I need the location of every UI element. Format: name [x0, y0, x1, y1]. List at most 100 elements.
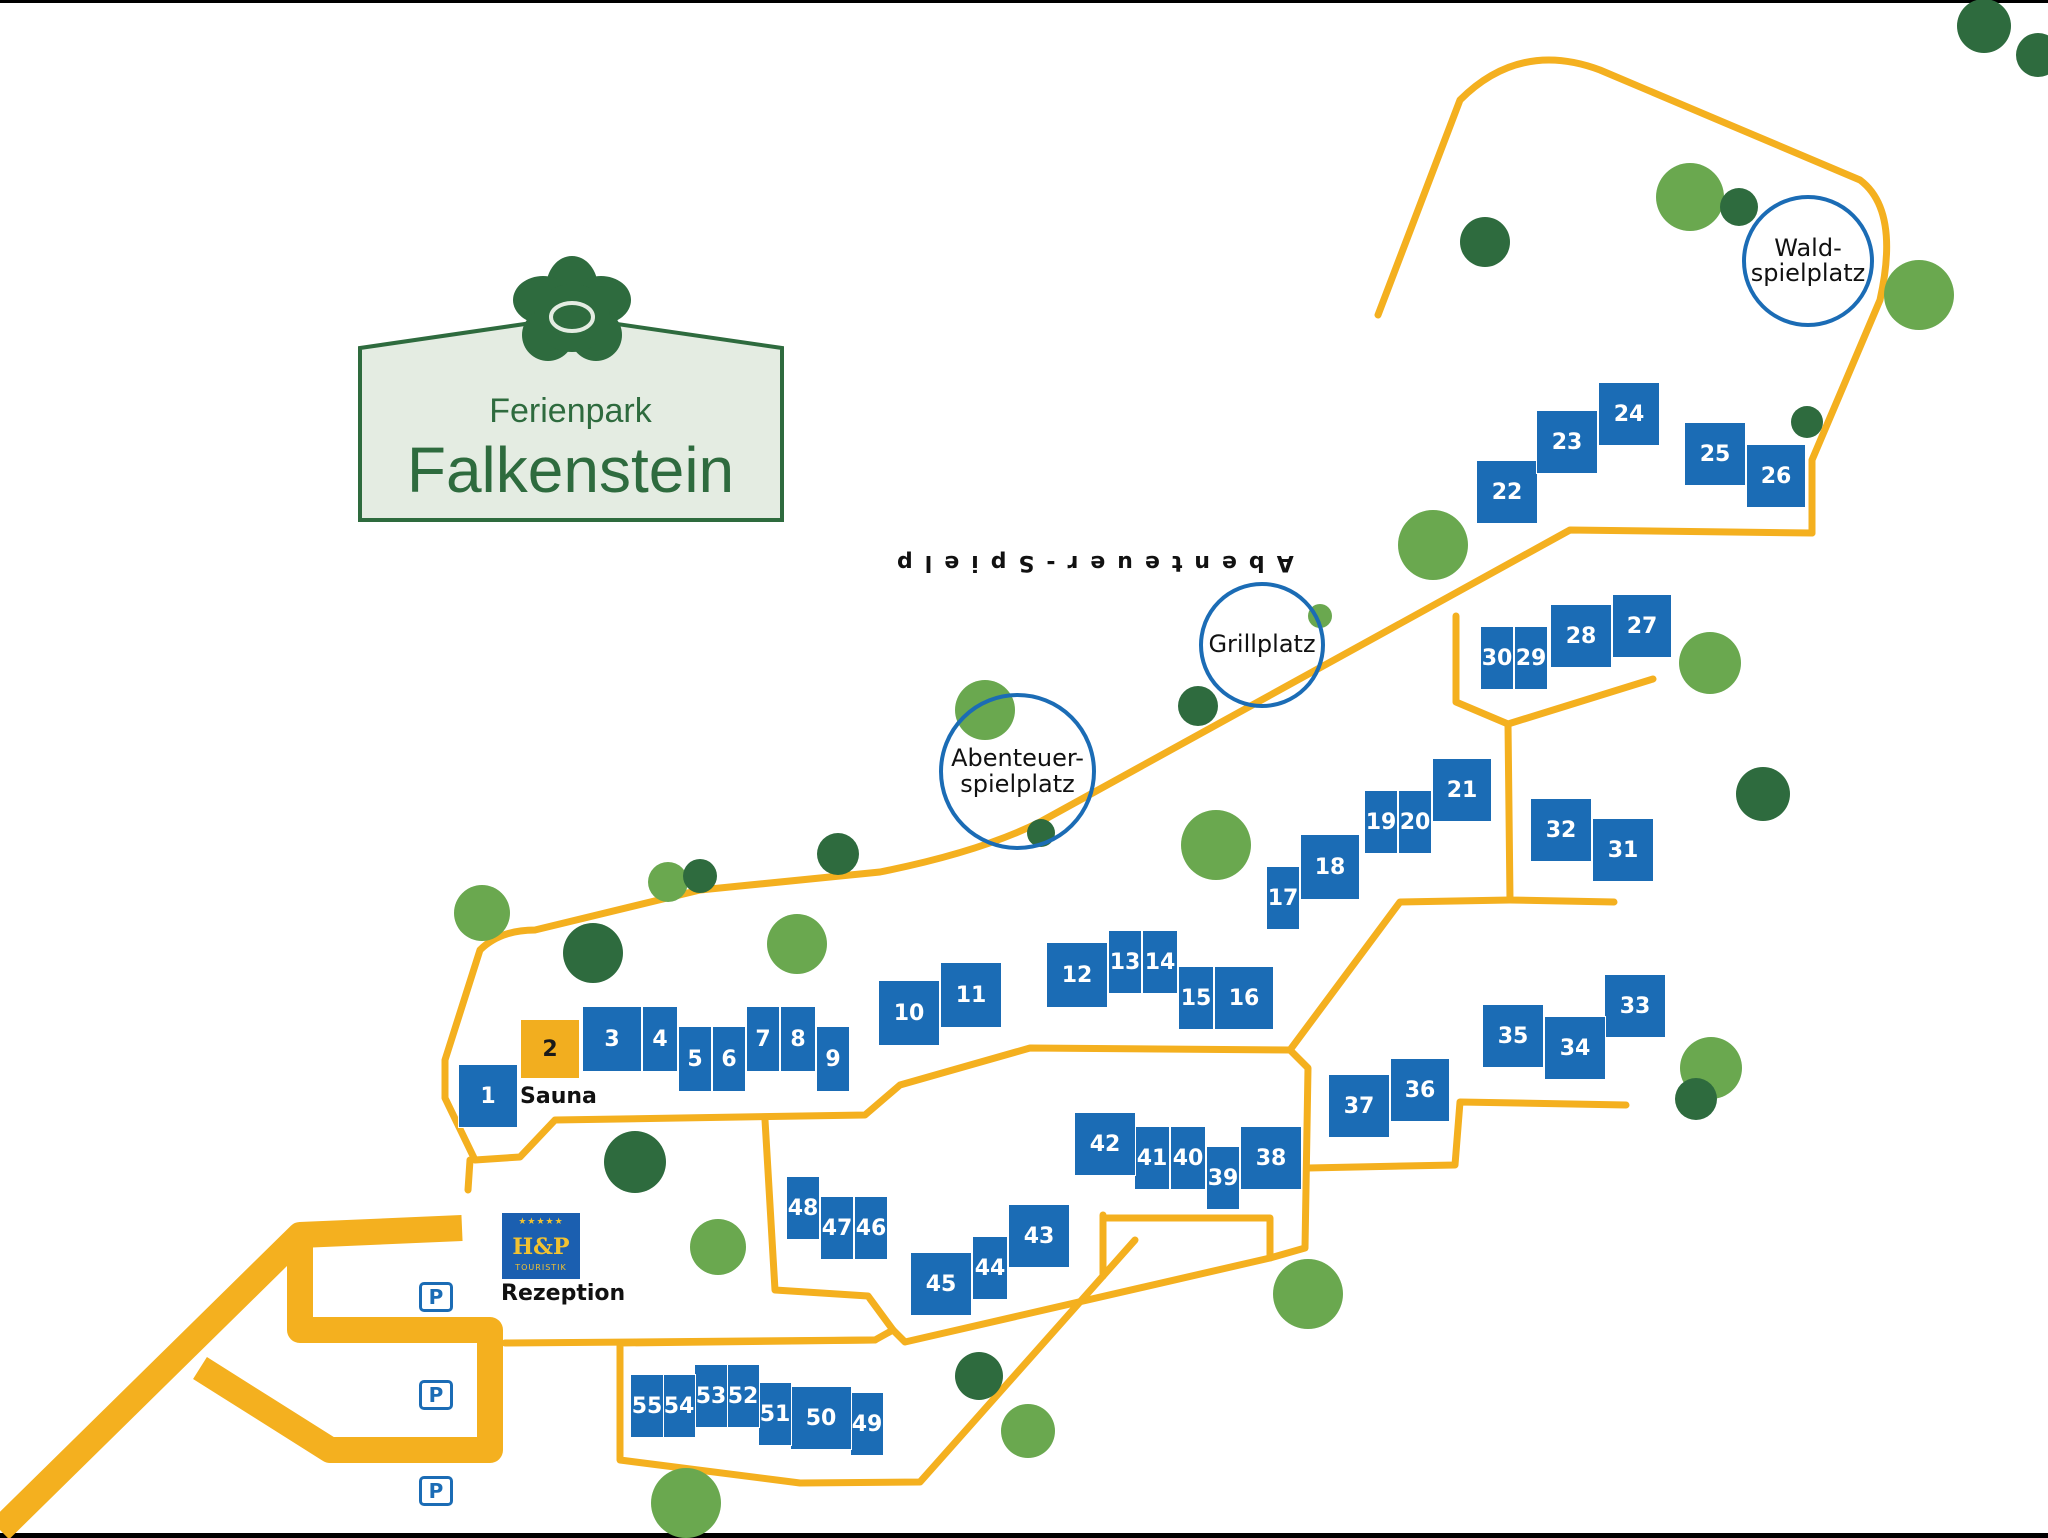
house-25[interactable]: 25 — [1684, 422, 1746, 486]
house-19[interactable]: 19 — [1364, 790, 1398, 854]
hp-logo-text: H&P — [512, 1234, 570, 1260]
house-43[interactable]: 43 — [1008, 1204, 1070, 1268]
house-32[interactable]: 32 — [1530, 798, 1592, 862]
tree-icon — [1679, 632, 1741, 694]
reception-label: Rezeption — [501, 1281, 626, 1306]
upside-down-label: Abenteuer-Spielp — [885, 550, 1294, 575]
tree-icon — [1736, 767, 1790, 821]
house-51[interactable]: 51 — [758, 1382, 792, 1446]
house-42[interactable]: 42 — [1074, 1112, 1136, 1176]
tree-icon — [1884, 260, 1954, 330]
house-38[interactable]: 38 — [1240, 1126, 1302, 1190]
house-54[interactable]: 54 — [662, 1374, 696, 1438]
house-13[interactable]: 13 — [1108, 930, 1142, 994]
park-logo: Ferienpark Falkenstein — [358, 265, 783, 521]
parking-icon: P — [419, 1476, 453, 1506]
house-10[interactable]: 10 — [878, 980, 940, 1046]
house-3[interactable]: 3 — [582, 1006, 642, 1072]
house-48[interactable]: 48 — [786, 1176, 820, 1240]
parking-icon: P — [419, 1380, 453, 1410]
top-border — [0, 0, 2048, 3]
park-name-line2: Falkenstein — [406, 434, 735, 506]
house-40[interactable]: 40 — [1170, 1126, 1206, 1190]
hp-logo-subtext: TOURISTIK — [515, 1263, 567, 1272]
main-road — [0, 1215, 503, 1538]
house-50[interactable]: 50 — [790, 1386, 852, 1450]
house-44[interactable]: 44 — [972, 1236, 1008, 1300]
house-14[interactable]: 14 — [1142, 930, 1178, 994]
tree-icon — [1675, 1078, 1717, 1120]
house-27[interactable]: 27 — [1612, 594, 1672, 658]
tree-icon — [563, 923, 623, 983]
house-15[interactable]: 15 — [1178, 966, 1214, 1030]
tree-icon — [1398, 510, 1468, 580]
tree-icon — [955, 1352, 1003, 1400]
house-4[interactable]: 4 — [642, 1006, 678, 1072]
house-37[interactable]: 37 — [1328, 1074, 1390, 1138]
house-30[interactable]: 30 — [1480, 626, 1514, 690]
house-34[interactable]: 34 — [1544, 1016, 1606, 1080]
house-45[interactable]: 45 — [910, 1252, 972, 1316]
house-11[interactable]: 11 — [940, 962, 1002, 1028]
tree-icon — [1656, 163, 1724, 231]
stars-icon: ★★★★★ — [518, 1217, 564, 1227]
house-29[interactable]: 29 — [1514, 626, 1548, 690]
flower-icon — [513, 256, 631, 361]
house-1[interactable]: 1 — [458, 1064, 518, 1128]
tree-icon — [1181, 810, 1251, 880]
house-28[interactable]: 28 — [1550, 604, 1612, 668]
house-20[interactable]: 20 — [1398, 790, 1432, 854]
house-41[interactable]: 41 — [1134, 1126, 1170, 1190]
house-23[interactable]: 23 — [1536, 410, 1598, 474]
tree-icon — [1001, 1404, 1055, 1458]
place-abenteuerspielplatz[interactable]: Abenteuer- spielplatz — [939, 693, 1096, 850]
house-5[interactable]: 5 — [678, 1026, 712, 1092]
tree-icon — [817, 833, 859, 875]
house-46[interactable]: 46 — [854, 1196, 888, 1260]
tree-icon — [648, 862, 688, 902]
tree-icon — [1273, 1259, 1343, 1329]
tree-icon — [2016, 33, 2048, 77]
park-name-line1: Ferienpark — [489, 392, 652, 430]
house-55[interactable]: 55 — [630, 1374, 664, 1438]
tree-icon — [604, 1131, 666, 1193]
house-6[interactable]: 6 — [712, 1026, 746, 1092]
sauna-label: Sauna — [520, 1084, 597, 1109]
bottom-border — [0, 1533, 2048, 1538]
house-21[interactable]: 21 — [1432, 758, 1492, 822]
house-17[interactable]: 17 — [1266, 866, 1300, 930]
house-22[interactable]: 22 — [1476, 460, 1538, 524]
tree-icon — [767, 914, 827, 974]
house-12[interactable]: 12 — [1046, 942, 1108, 1008]
tree-icon — [1720, 188, 1758, 226]
tree-icon — [1178, 686, 1218, 726]
house-39[interactable]: 39 — [1206, 1146, 1240, 1210]
house-16[interactable]: 16 — [1214, 966, 1274, 1030]
house-53[interactable]: 53 — [694, 1364, 728, 1428]
house-26[interactable]: 26 — [1746, 444, 1806, 508]
park-logo-sign — [358, 256, 784, 522]
house-24[interactable]: 24 — [1598, 382, 1660, 446]
house-36[interactable]: 36 — [1390, 1058, 1450, 1122]
house-8[interactable]: 8 — [780, 1006, 816, 1072]
house-18[interactable]: 18 — [1300, 834, 1360, 900]
parking-icon: P — [419, 1282, 453, 1312]
tree-icon — [454, 885, 510, 941]
house-33[interactable]: 33 — [1604, 974, 1666, 1038]
house-35[interactable]: 35 — [1482, 1004, 1544, 1068]
house-sauna[interactable]: 2 — [520, 1019, 580, 1079]
tree-icon — [1957, 0, 2011, 53]
tree-icon — [651, 1468, 721, 1538]
trees — [454, 0, 2048, 1538]
hp-touristik-logo: ★★★★★ H&P TOURISTIK — [502, 1213, 580, 1279]
house-49[interactable]: 49 — [850, 1392, 884, 1456]
house-31[interactable]: 31 — [1592, 818, 1654, 882]
house-52[interactable]: 52 — [726, 1364, 760, 1428]
house-7[interactable]: 7 — [746, 1006, 780, 1072]
place-waldspielplatz[interactable]: Wald- spielplatz — [1742, 195, 1874, 327]
house-47[interactable]: 47 — [820, 1196, 854, 1260]
house-9[interactable]: 9 — [816, 1026, 850, 1092]
tree-icon — [1791, 406, 1823, 438]
place-grillplatz[interactable]: Grillplatz — [1199, 582, 1325, 708]
